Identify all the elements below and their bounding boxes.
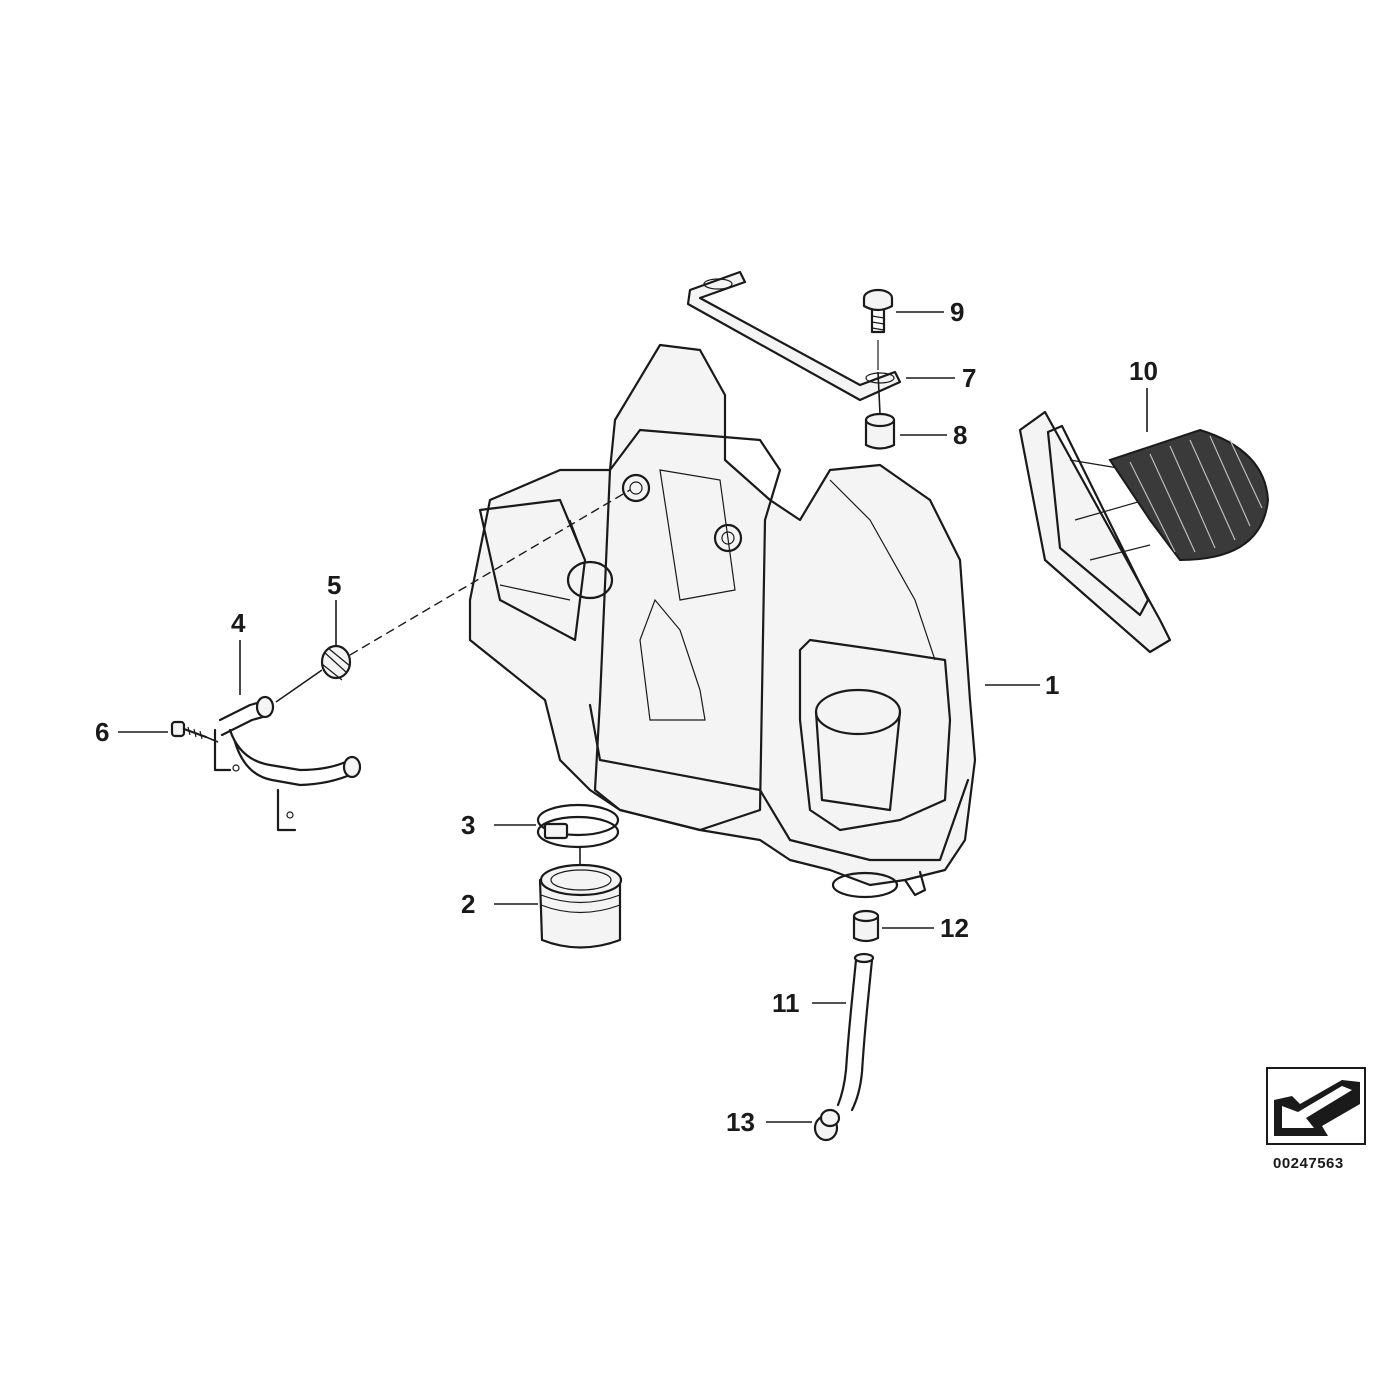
screw-small xyxy=(170,720,208,740)
callout-1: 1 xyxy=(1045,670,1059,700)
callout-6: 6 xyxy=(95,717,109,747)
callout-9: 9 xyxy=(950,297,964,327)
callout-2: 2 xyxy=(461,889,475,919)
assembly-dashline-grommet xyxy=(349,489,631,656)
drain-plug xyxy=(813,1108,841,1142)
leader-lines xyxy=(118,311,1148,1123)
grommet xyxy=(320,644,352,681)
rubber-bushing xyxy=(864,412,896,450)
callout-8: 8 xyxy=(953,420,967,450)
callout-13: 13 xyxy=(726,1107,755,1137)
callout-11: 11 xyxy=(772,988,800,1018)
filter-element xyxy=(1018,410,1270,654)
callout-5: 5 xyxy=(327,570,341,600)
intake-sleeve xyxy=(538,863,623,949)
front-direction-arrow-icon xyxy=(1266,1067,1366,1145)
hose-clamp xyxy=(536,803,620,849)
assembly-line-pipe-grommet xyxy=(275,669,323,703)
drain-hose xyxy=(836,952,875,1112)
assembly-line-bolt-strap xyxy=(877,371,881,415)
hose-clip xyxy=(852,909,880,943)
callout-10: 10 xyxy=(1129,356,1158,386)
air-filter-housing xyxy=(468,343,977,899)
vent-pipe-bracket xyxy=(213,695,362,832)
callout-4: 4 xyxy=(231,608,246,638)
callout-3: 3 xyxy=(461,810,475,840)
hex-bolt xyxy=(862,288,894,370)
callout-12: 12 xyxy=(940,913,969,943)
reference-id: 00247563 xyxy=(1273,1155,1344,1172)
assembly-line-screw-bracket xyxy=(205,736,219,743)
callout-7: 7 xyxy=(962,363,976,393)
